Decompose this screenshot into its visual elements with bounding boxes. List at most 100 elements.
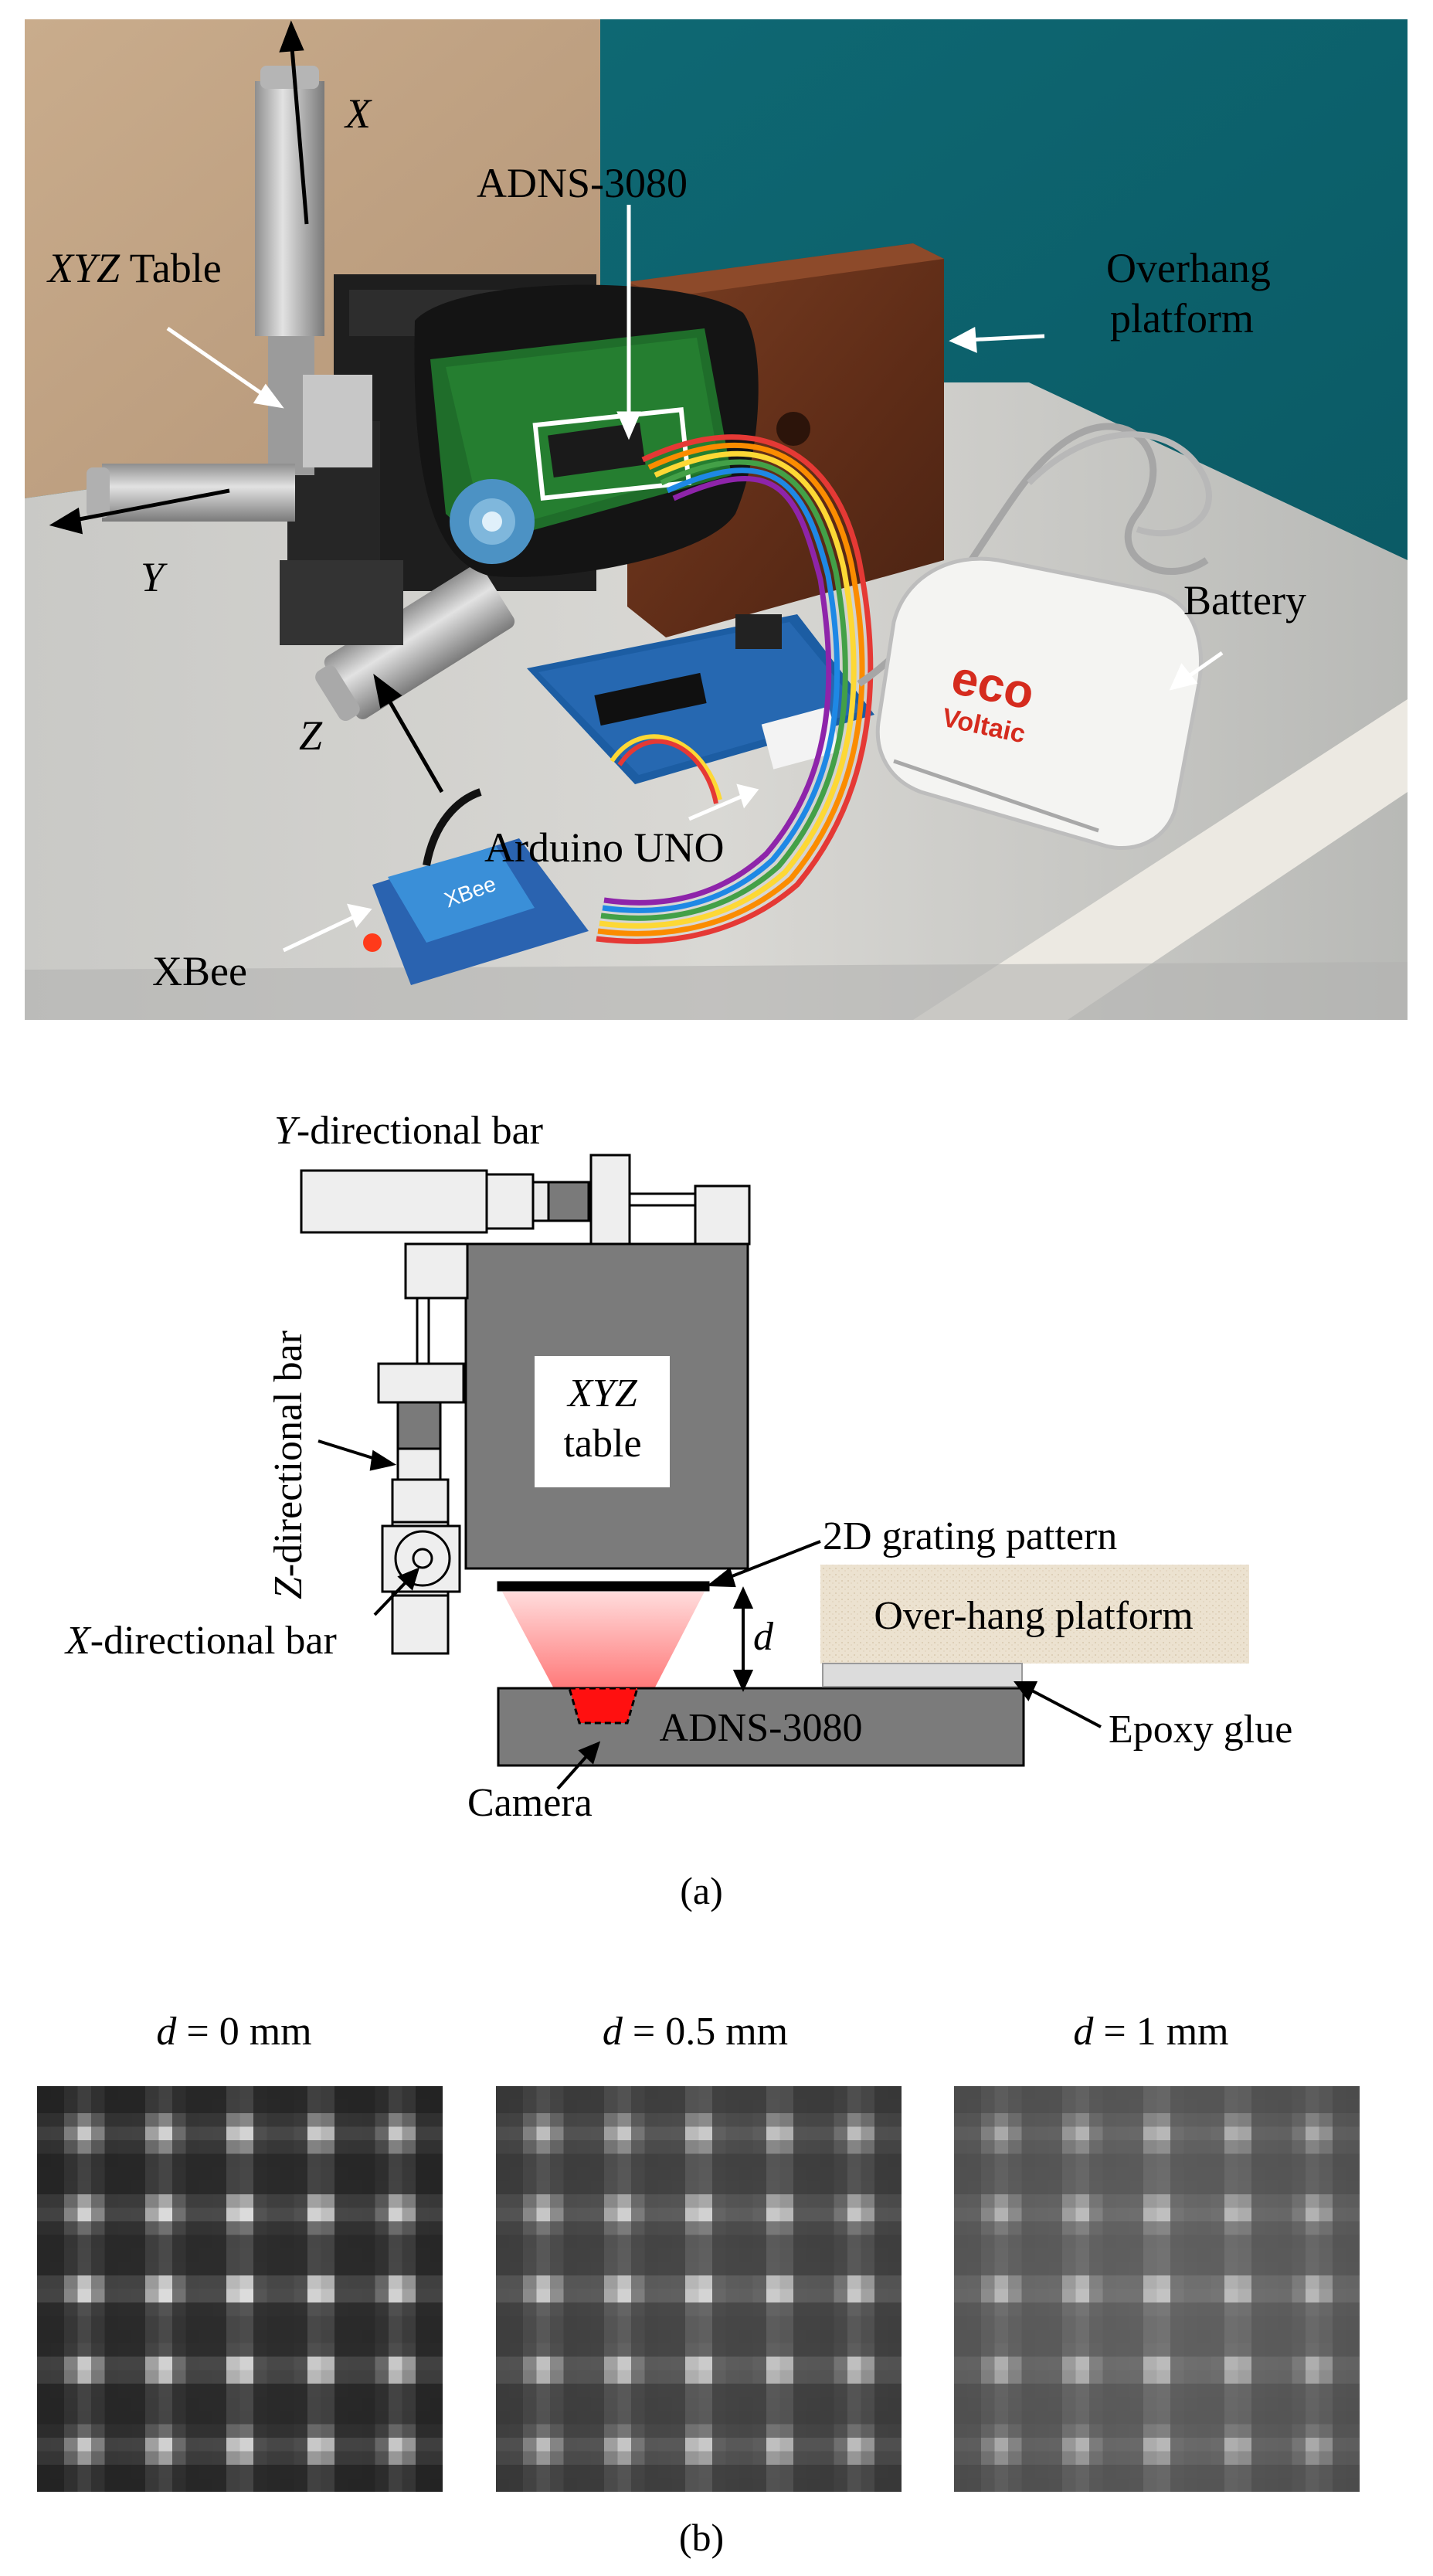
grating-pixel	[199, 2180, 213, 2195]
grating-pixel	[617, 2330, 632, 2343]
y-bar-label: Y-directional bar	[274, 1109, 543, 1153]
grating-pixel	[806, 2207, 821, 2222]
grating-pixel	[37, 2370, 51, 2384]
grating-pixel	[994, 2194, 1009, 2208]
xbee-label: XBee	[152, 948, 247, 994]
grating-pixel	[91, 2289, 105, 2303]
grating-pixel	[1062, 2207, 1076, 2222]
grating-pixel	[523, 2126, 537, 2141]
grating-pixel	[847, 2113, 861, 2127]
grating-pixel	[981, 2275, 995, 2289]
grating-pixel	[1102, 2221, 1117, 2235]
grating-pixel	[1008, 2099, 1022, 2114]
grating-pixel	[874, 2384, 888, 2398]
grating-pixel	[1224, 2384, 1238, 2398]
grating-pixel	[658, 2153, 672, 2168]
grating-pixel	[294, 2207, 308, 2222]
grating-pixel	[1116, 2221, 1130, 2235]
grating-pixel	[671, 2113, 686, 2127]
grating-pixel	[1075, 2194, 1090, 2208]
grating-pixel	[577, 2478, 591, 2492]
grating-pixel	[1156, 2113, 1171, 2127]
grating-pixel	[509, 2357, 524, 2370]
grating-pixel	[1062, 2221, 1076, 2235]
grating-pixel	[64, 2248, 78, 2262]
grating-pixel	[725, 2221, 740, 2235]
grating-pixel	[1183, 2357, 1198, 2370]
grating-pixel	[577, 2194, 591, 2208]
grating-pixel	[185, 2086, 200, 2100]
grating-pixel	[185, 2126, 200, 2141]
grating-pixel	[1048, 2126, 1063, 2141]
grating-pixel	[685, 2167, 699, 2181]
grating-pixel	[1035, 2397, 1049, 2411]
grating-pixel	[1306, 2397, 1319, 2411]
grating-pixel	[104, 2099, 119, 2114]
grating-pixel	[158, 2330, 173, 2343]
grating-pixel	[118, 2357, 132, 2370]
grating-pixel	[1021, 2370, 1036, 2384]
grating-pixel	[1170, 2438, 1184, 2452]
grating-pixel	[402, 2357, 416, 2370]
grating-pixel	[725, 2167, 740, 2181]
grating-pixel	[1075, 2478, 1090, 2492]
grating-pixel	[509, 2316, 524, 2330]
grating-pixel	[199, 2478, 213, 2492]
grating-pixel	[1224, 2316, 1238, 2330]
grating-pixel	[389, 2099, 402, 2114]
grating-pixel	[402, 2316, 416, 2330]
grating-pixel	[967, 2478, 982, 2492]
grating-pixel	[617, 2099, 632, 2114]
grating-pixel	[118, 2113, 132, 2127]
grating-pixel	[888, 2180, 902, 2195]
grating-pixel	[739, 2207, 753, 2222]
grating-pixel	[1251, 2140, 1265, 2154]
grating-pixel	[806, 2248, 821, 2262]
grating-pixel	[1238, 2438, 1252, 2452]
grating-pixel	[1238, 2451, 1252, 2466]
grating-pixel	[671, 2099, 686, 2114]
grating-pixel	[834, 2221, 848, 2235]
grating-pixel	[416, 2194, 430, 2208]
grating-pixel	[806, 2397, 821, 2411]
grating-pixel	[550, 2370, 564, 2384]
grating-pixel	[725, 2289, 740, 2303]
grating-pixel	[212, 2370, 227, 2384]
grating-pixel	[981, 2262, 995, 2276]
grating-pixel	[712, 2438, 726, 2452]
grating-pixel	[1278, 2275, 1292, 2289]
grating-image-d1	[954, 2086, 1360, 2492]
grating-pixel	[280, 2275, 294, 2289]
grating-pixel	[1062, 2302, 1076, 2316]
grating-pixel	[1089, 2234, 1103, 2249]
grating-pixel	[253, 2424, 267, 2438]
grating-pixel	[1346, 2330, 1360, 2343]
grating-pixel	[861, 2221, 875, 2235]
grating-pixel	[1292, 2424, 1306, 2438]
grating-pixel	[267, 2411, 281, 2425]
grating-pixel	[888, 2234, 902, 2249]
grating-pixel	[1116, 2126, 1130, 2141]
grating-pixel	[1197, 2302, 1211, 2316]
grating-pixel	[806, 2167, 821, 2181]
grating-pixel	[793, 2343, 807, 2357]
grating-pixel	[1008, 2411, 1022, 2425]
grating-pixel	[1075, 2153, 1090, 2168]
grating-pixel	[1143, 2330, 1157, 2343]
grating-pixel	[590, 2167, 605, 2181]
grating-pixel	[1211, 2140, 1225, 2154]
grating-pixel	[37, 2411, 51, 2425]
grating-pixel	[1075, 2248, 1090, 2262]
grating-pixel	[739, 2153, 753, 2168]
grating-pixel	[1021, 2234, 1036, 2249]
grating-pixel	[739, 2411, 753, 2425]
grating-pixel	[967, 2207, 982, 2222]
grating-pixel	[644, 2153, 659, 2168]
grating-pixel	[1224, 2275, 1238, 2289]
grating-pixel	[954, 2411, 968, 2425]
grating-pixel	[185, 2330, 200, 2343]
grating-pixel	[50, 2370, 65, 2384]
grating-pixel	[1333, 2289, 1346, 2303]
grating-pixel	[834, 2099, 848, 2114]
grating-pixel	[834, 2289, 848, 2303]
